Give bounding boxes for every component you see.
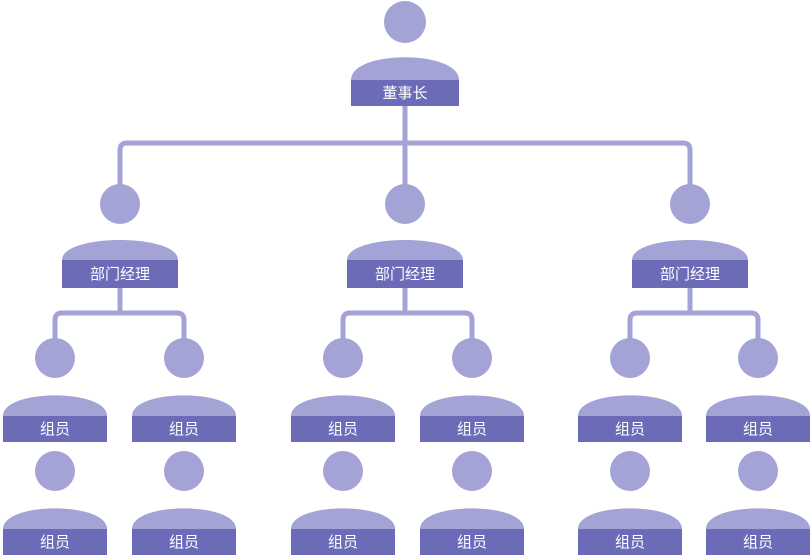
member-node-0-3: 组员	[132, 451, 236, 555]
member-node-0-1-body	[132, 395, 236, 416]
member-node-1-0-head	[323, 338, 363, 378]
member-node-2-2-body	[578, 508, 682, 529]
chairman-node: 董事长	[351, 1, 459, 106]
manager-node-2-body	[632, 240, 748, 260]
manager-node-2-head	[670, 184, 710, 224]
chairman-node-head	[384, 1, 426, 43]
chairman-node-body	[351, 57, 459, 80]
member-node-0-0-body	[3, 395, 107, 416]
member-node-2-1-label: 组员	[743, 420, 773, 438]
member-node-0-2-body	[3, 508, 107, 529]
manager-node-2: 部门经理	[632, 184, 748, 288]
member-node-1-3-body	[420, 508, 524, 529]
member-node-2-3-body	[706, 508, 810, 529]
member-node-0-2: 组员	[3, 451, 107, 555]
connector-chairman-bar	[117, 140, 693, 188]
member-node-2-3-label: 组员	[743, 533, 773, 551]
member-node-0-1-label-band	[132, 416, 236, 442]
member-node-2-1-body	[706, 395, 810, 416]
member-node-1-3: 组员	[420, 451, 524, 555]
connector-manager-bar-0	[52, 310, 187, 343]
member-node-1-2-body	[291, 508, 395, 529]
member-node-1-0-label: 组员	[328, 420, 358, 438]
member-node-1-0-body	[291, 395, 395, 416]
member-node-2-3-head	[738, 451, 778, 491]
member-node-0-1-label: 组员	[169, 420, 199, 438]
member-node-0-1: 组员	[132, 338, 236, 442]
member-node-1-0-label-band	[291, 416, 395, 442]
member-node-2-0-head	[610, 338, 650, 378]
manager-node-0-label: 部门经理	[90, 265, 150, 283]
member-node-0-3-label: 组员	[169, 533, 199, 551]
manager-node-0-label-band	[62, 260, 178, 288]
member-node-1-2-label-band	[291, 529, 395, 555]
chairman-node-label-band	[351, 80, 459, 106]
member-node-0-0-label: 组员	[40, 420, 70, 438]
manager-node-1-label: 部门经理	[375, 265, 435, 283]
member-node-2-1: 组员	[706, 338, 810, 442]
manager-node-1-head	[385, 184, 425, 224]
member-node-0-2-head	[35, 451, 75, 491]
member-node-2-3-label-band	[706, 529, 810, 555]
member-node-1-1-label: 组员	[457, 420, 487, 438]
member-node-1-0: 组员	[291, 338, 395, 442]
member-node-0-2-label: 组员	[40, 533, 70, 551]
member-node-1-2-label: 组员	[328, 533, 358, 551]
member-node-1-3-head	[452, 451, 492, 491]
member-node-0-3-label-band	[132, 529, 236, 555]
member-node-2-1-head	[738, 338, 778, 378]
member-node-0-0-head	[35, 338, 75, 378]
member-node-2-0-body	[578, 395, 682, 416]
member-node-1-2-head	[323, 451, 363, 491]
connector-manager-bar-1	[340, 310, 475, 343]
member-node-1-1-label-band	[420, 416, 524, 442]
manager-node-0-head	[100, 184, 140, 224]
member-node-2-2-label-band	[578, 529, 682, 555]
member-node-2-0-label-band	[578, 416, 682, 442]
manager-node-1: 部门经理	[347, 184, 463, 288]
member-node-2-1-label-band	[706, 416, 810, 442]
member-node-2-0-label: 组员	[615, 420, 645, 438]
manager-node-0: 部门经理	[62, 184, 178, 288]
member-node-0-3-head	[164, 451, 204, 491]
member-node-0-2-label-band	[3, 529, 107, 555]
member-node-0-0: 组员	[3, 338, 107, 442]
member-node-2-2-label: 组员	[615, 533, 645, 551]
member-node-2-2: 组员	[578, 451, 682, 555]
member-node-0-3-body	[132, 508, 236, 529]
manager-node-0-body	[62, 240, 178, 260]
manager-node-2-label-band	[632, 260, 748, 288]
chairman-node-label: 董事长	[382, 84, 427, 102]
manager-node-1-label-band	[347, 260, 463, 288]
connector-lines	[52, 102, 761, 343]
people-nodes: 董事长部门经理部门经理部门经理组员组员组员组员组员组员组员组员组员组员组员组员	[3, 1, 810, 555]
member-node-1-2: 组员	[291, 451, 395, 555]
manager-node-1-body	[347, 240, 463, 260]
member-node-1-1-head	[452, 338, 492, 378]
member-node-0-1-head	[164, 338, 204, 378]
member-node-1-1-body	[420, 395, 524, 416]
member-node-1-3-label: 组员	[457, 533, 487, 551]
manager-node-2-label: 部门经理	[660, 265, 720, 283]
member-node-0-0-label-band	[3, 416, 107, 442]
connector-manager-bar-2	[627, 310, 761, 343]
member-node-2-3: 组员	[706, 451, 810, 555]
member-node-1-1: 组员	[420, 338, 524, 442]
member-node-2-0: 组员	[578, 338, 682, 442]
member-node-2-2-head	[610, 451, 650, 491]
member-node-1-3-label-band	[420, 529, 524, 555]
